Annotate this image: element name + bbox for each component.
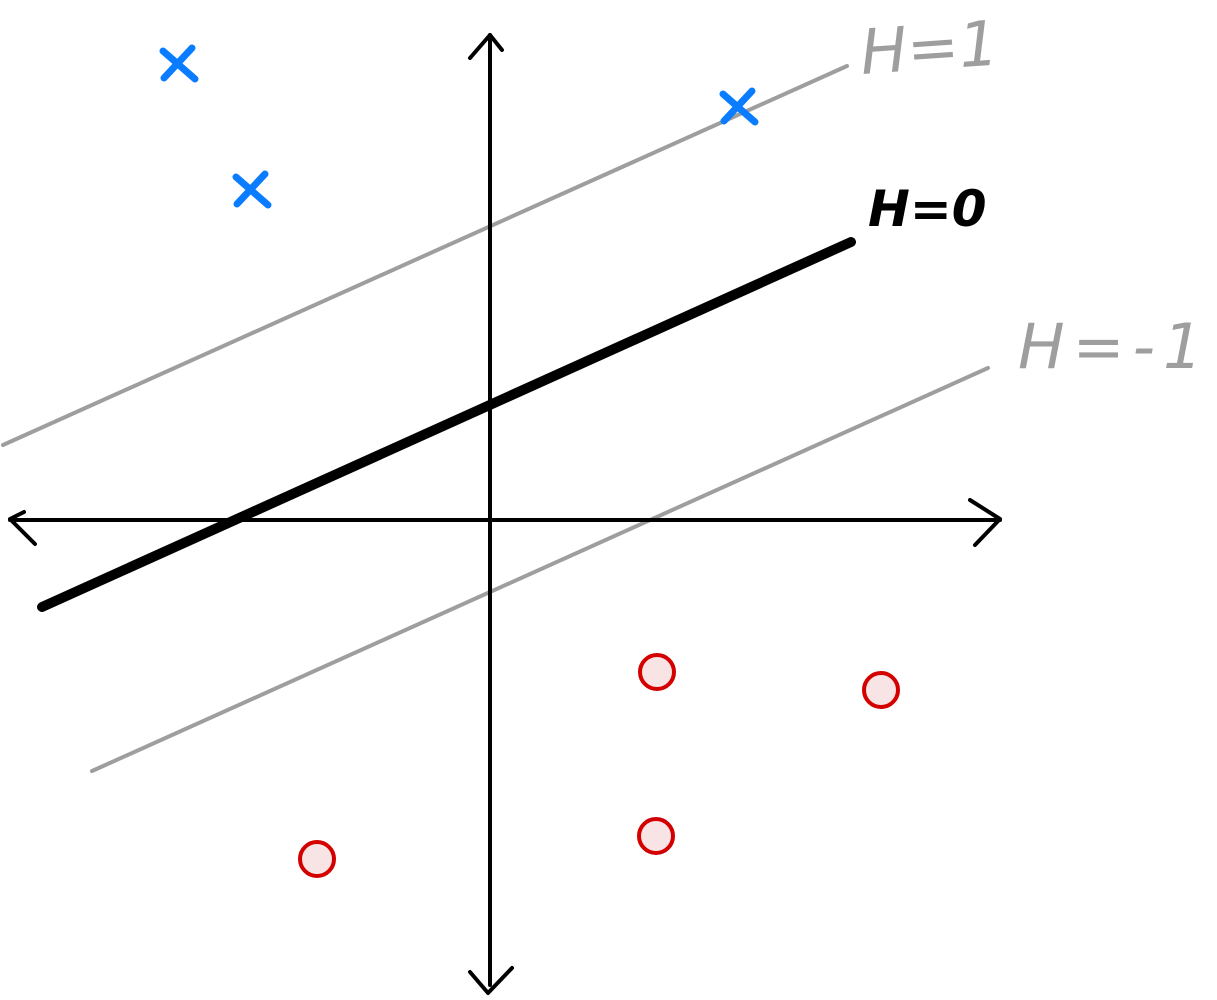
y-axis	[468, 33, 514, 995]
y-axis-bottom-arrowhead	[468, 966, 514, 995]
margin-line-negative	[90, 366, 990, 773]
positive-point-cross-icon	[719, 87, 759, 126]
y-axis-top-arrowhead	[468, 33, 504, 60]
margin-line-positive	[1, 64, 849, 447]
x-axis	[8, 498, 1002, 547]
label-h-0: H=0	[868, 180, 987, 238]
negative-point-circle-icon	[862, 671, 900, 709]
decision-boundary-line	[37, 237, 856, 612]
x-axis-right-arrowhead	[968, 498, 1002, 547]
negative-point-circle-icon	[638, 653, 676, 691]
x-axis-left-arrowhead	[8, 510, 37, 546]
data-points	[159, 44, 900, 878]
negative-point-circle-icon	[298, 840, 336, 878]
label-h-plus-1: H=1	[858, 7, 1001, 89]
negative-point-circle-icon	[637, 817, 675, 855]
label-h-minus-1: H=-1	[1018, 310, 1210, 383]
positive-point-cross-icon	[159, 44, 199, 83]
positive-point-cross-icon	[232, 170, 272, 209]
